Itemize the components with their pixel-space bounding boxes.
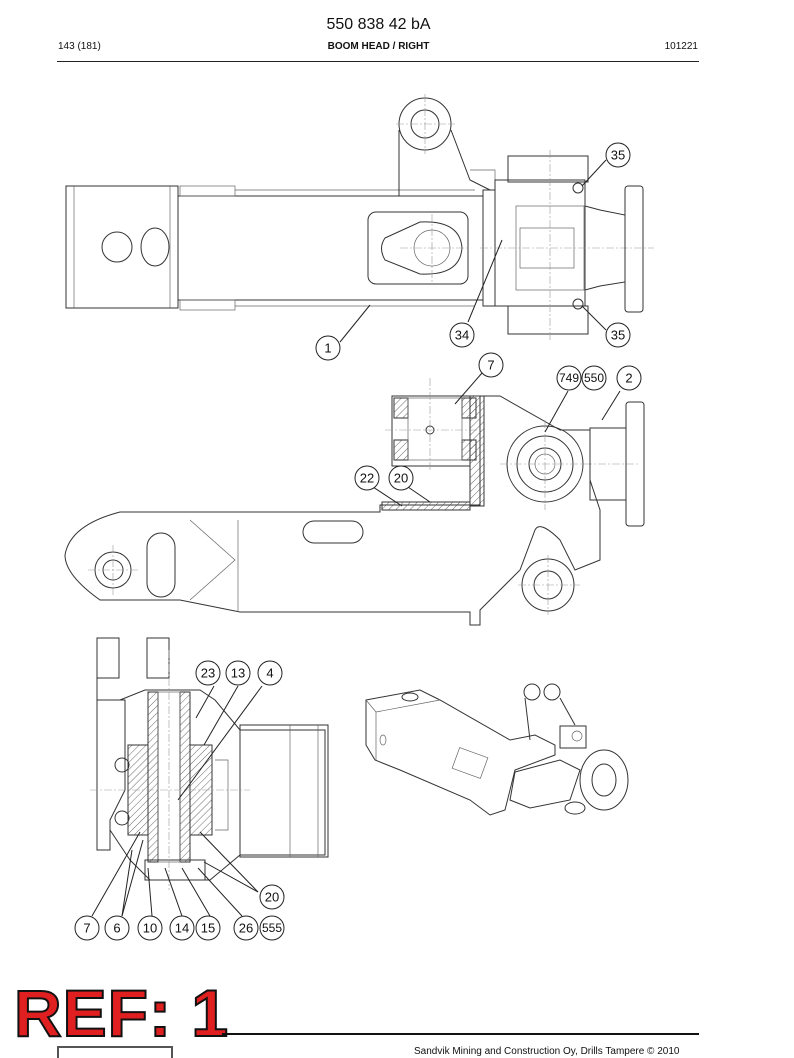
svg-text:7: 7 xyxy=(487,358,494,373)
svg-text:23: 23 xyxy=(201,666,215,681)
section-title: BOOM HEAD / RIGHT xyxy=(327,41,430,52)
callout-20-section: 20 xyxy=(259,884,285,910)
svg-text:2: 2 xyxy=(625,371,632,386)
svg-text:4: 4 xyxy=(266,666,273,681)
svg-text:6: 6 xyxy=(113,921,120,936)
svg-text:35: 35 xyxy=(611,328,625,343)
callout-35-bottom: 35 xyxy=(605,322,631,348)
callout-10: 10 xyxy=(137,915,163,941)
view-isometric xyxy=(365,683,629,816)
svg-text:22: 22 xyxy=(360,471,374,486)
callout-34: 34 xyxy=(449,322,475,348)
callout-555: 555 xyxy=(259,915,285,941)
svg-text:35: 35 xyxy=(611,148,625,163)
footer-divider xyxy=(222,1033,699,1035)
callout-23: 23 xyxy=(195,660,221,686)
page-count: 143 (181) xyxy=(58,41,101,52)
callout-6: 6 xyxy=(104,915,130,941)
svg-text:34: 34 xyxy=(455,328,469,343)
svg-text:10: 10 xyxy=(143,921,157,936)
callout-14: 14 xyxy=(169,915,195,941)
callout-26: 26 xyxy=(233,915,259,941)
svg-text:7: 7 xyxy=(83,921,90,936)
callout-13: 13 xyxy=(225,660,251,686)
callout-1: 1 xyxy=(315,335,341,361)
brand-logo xyxy=(57,1046,173,1058)
leader-lines xyxy=(91,159,621,917)
svg-text:26: 26 xyxy=(239,921,253,936)
svg-text:13: 13 xyxy=(231,666,245,681)
callout-550: 550 xyxy=(581,365,607,391)
header-divider xyxy=(57,61,699,62)
callout-20-side: 20 xyxy=(388,465,414,491)
ref-stamp: REF: 1 xyxy=(13,976,230,1050)
svg-text:20: 20 xyxy=(265,890,279,905)
callout-2: 2 xyxy=(616,365,642,391)
svg-text:1: 1 xyxy=(324,341,331,356)
footer-copyright: Sandvik Mining and Construction Oy, Dril… xyxy=(414,1046,680,1057)
callout-15: 15 xyxy=(195,915,221,941)
callout-7-side: 7 xyxy=(478,352,504,378)
callout-7-section: 7 xyxy=(74,915,100,941)
svg-text:550: 550 xyxy=(584,371,604,385)
document-number: 550 838 42 bA xyxy=(326,16,431,33)
callout-22: 22 xyxy=(354,465,380,491)
callout-4: 4 xyxy=(257,660,283,686)
svg-text:555: 555 xyxy=(262,921,282,935)
svg-text:15: 15 xyxy=(201,921,215,936)
view-side xyxy=(64,378,645,626)
date-code: 101221 xyxy=(664,41,698,52)
callout-35-top: 35 xyxy=(605,142,631,168)
svg-text:14: 14 xyxy=(175,921,189,936)
view-top xyxy=(65,94,654,340)
svg-text:749: 749 xyxy=(559,371,579,385)
svg-text:20: 20 xyxy=(394,471,408,486)
view-section xyxy=(90,637,329,890)
callout-749: 749 xyxy=(556,365,582,391)
